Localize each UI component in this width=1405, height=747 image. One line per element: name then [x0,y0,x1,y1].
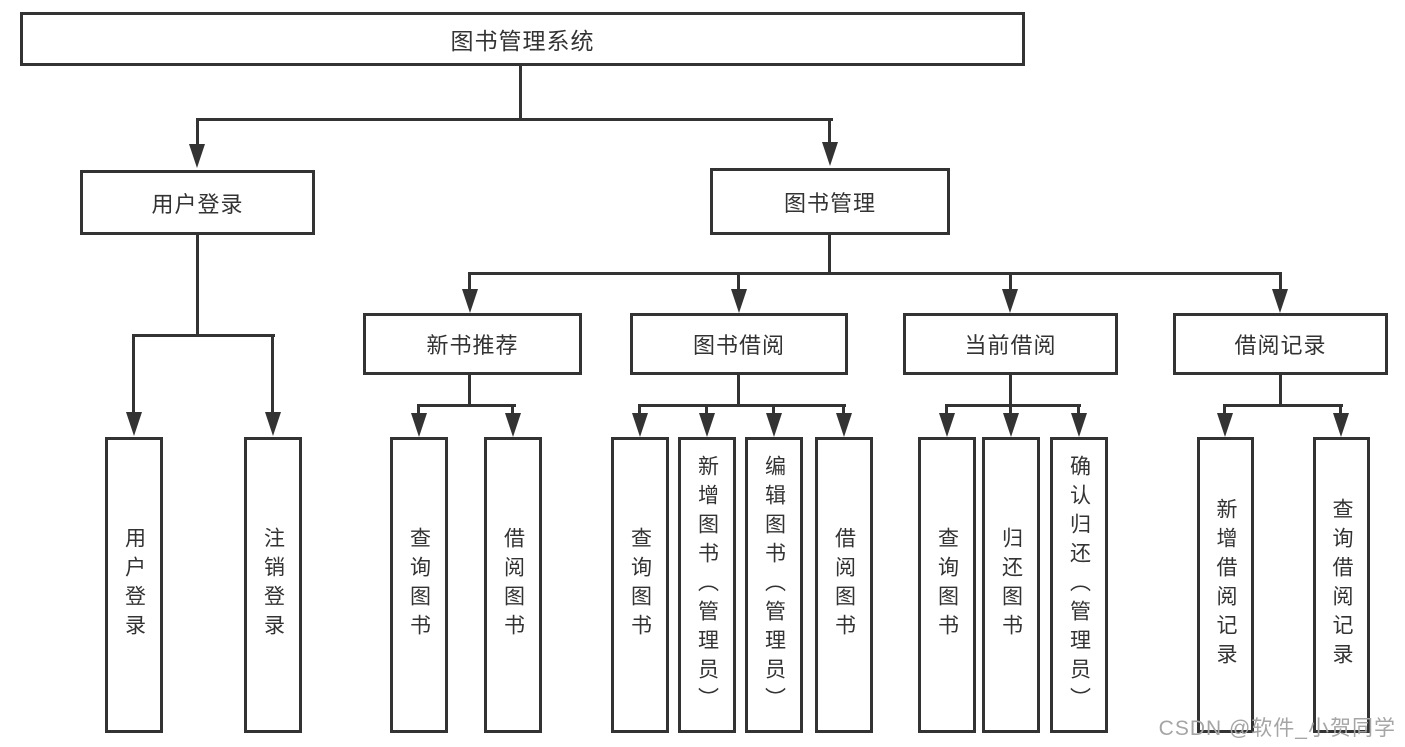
leaf-add-borrow-record: 新增借阅记录 [1197,437,1254,733]
leaf-query-current: 查询图书 [918,437,976,733]
connector-leaf [638,404,641,416]
arrow-down-icon [126,412,142,436]
leaf-query-book: 查询图书 [611,437,669,733]
arrow-down-icon [189,144,205,168]
connector-current-borrow-stem [1009,375,1012,407]
connector-leaf [1077,404,1080,416]
connector-leaf [1223,404,1226,416]
node-book-management: 图书管理 [710,168,950,235]
connector-root-stem [519,66,522,119]
connector-current-borrow-branch [945,404,1081,407]
connector-leaf [511,404,514,416]
connector-leaf [842,404,845,416]
connector-book-borrow-branch [638,404,846,407]
connector-book-management-stem [828,235,831,275]
arrow-down-icon [1217,413,1233,437]
connector-to-leaf-login [132,334,135,414]
arrow-down-icon [766,413,782,437]
arrow-down-icon [1071,413,1087,437]
leaf-logout: 注销登录 [244,437,302,733]
leaf-add-book-admin: 新增图书（管理员） [678,437,736,733]
arrow-down-icon [1003,413,1019,437]
arrow-down-icon [939,413,955,437]
arrow-down-icon [411,413,427,437]
connector-to-leaf-logout [271,334,274,414]
connector-book-borrow-stem [737,375,740,407]
connector-to-user-login [196,118,199,146]
connector-to-current-borrow [1009,272,1012,292]
connector-borrow-record-branch [1223,404,1343,407]
arrow-down-icon [632,413,648,437]
connector-to-borrow-record [1279,272,1282,292]
arrow-down-icon [699,413,715,437]
connector-level2-branch [468,272,1282,275]
arrow-down-icon [822,142,838,166]
leaf-return-book: 归还图书 [982,437,1040,733]
arrow-down-icon [1272,289,1288,313]
arrow-down-icon [1002,289,1018,313]
connector-user-login-branch [132,334,275,337]
leaf-confirm-return-admin: 确认归还（管理员） [1050,437,1108,733]
connector-leaf [945,404,948,416]
connector-borrow-record-stem [1279,375,1282,407]
connector-to-book-management [828,118,831,144]
leaf-edit-book-admin: 编辑图书（管理员） [745,437,803,733]
node-new-book-recommend: 新书推荐 [363,313,582,375]
node-library-management-system: 图书管理系统 [20,12,1025,66]
watermark: CSDN @软件_小贺同学 [1158,717,1396,740]
arrow-down-icon [731,289,747,313]
arrow-down-icon [462,289,478,313]
leaf-borrow-book: 借阅图书 [815,437,873,733]
leaf-borrow-book-recommend: 借阅图书 [484,437,542,733]
connector-to-book-borrow [737,272,740,292]
connector-leaf [1009,404,1012,416]
node-borrow-record: 借阅记录 [1173,313,1388,375]
leaf-query-borrow-record: 查询借阅记录 [1313,437,1370,733]
connector-new-book-stem [468,375,471,407]
leaf-query-book-recommend: 查询图书 [390,437,448,733]
arrow-down-icon [265,412,281,436]
connector-leaf [705,404,708,416]
connector-user-login-stem [196,235,199,336]
connector-leaf [772,404,775,416]
connector-new-book-branch [417,404,516,407]
node-current-borrow: 当前借阅 [903,313,1118,375]
leaf-user-login: 用户登录 [105,437,163,733]
arrow-down-icon [1333,413,1349,437]
arrow-down-icon [505,413,521,437]
arrow-down-icon [836,413,852,437]
connector-to-new-book [468,272,471,292]
connector-leaf [417,404,420,416]
node-book-borrow: 图书借阅 [630,313,848,375]
node-user-login: 用户登录 [80,170,315,235]
connector-level1-branch [196,118,833,121]
connector-leaf [1339,404,1342,416]
